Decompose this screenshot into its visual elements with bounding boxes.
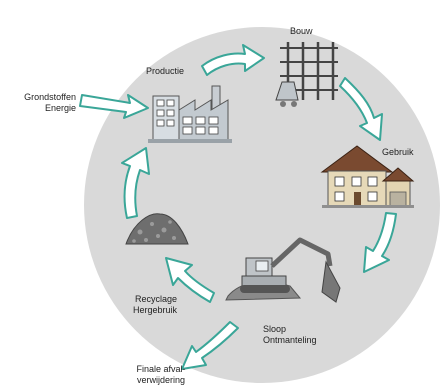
stage-label-productie: Productie (146, 66, 184, 77)
output-label-line2: verwijdering (136, 375, 186, 385)
house-icon (320, 145, 415, 208)
stage-label-gebruik: Gebruik (382, 147, 414, 158)
stage-label-bouw: Bouw (290, 26, 313, 37)
productie-label-text: Productie (146, 66, 185, 76)
arrow-productie-bouw (201, 44, 265, 76)
bouw-label-text: Bouw (290, 26, 313, 36)
recyclage-label-line2: Hergebruik (132, 305, 177, 315)
arrow-gebruik-sloop (363, 212, 397, 273)
building-frame-icon (275, 42, 338, 107)
output-arrow (181, 321, 239, 370)
arrow-recyclage-productie (121, 147, 150, 219)
input-label-line2: Energie (44, 103, 76, 113)
output-label-line1: Finale afval- (136, 364, 186, 374)
sloop-label-line2: Ontmanteling (263, 335, 317, 345)
arrow-bouw-gebruik (339, 77, 383, 141)
sloop-label-line1: Sloop (263, 324, 287, 334)
arrow-sloop-recyclage (165, 257, 215, 303)
input-arrow (79, 94, 149, 119)
gebruik-label-text: Gebruik (382, 147, 414, 157)
input-label-line1: Grondstoffen (24, 92, 76, 102)
stage-label-sloop: Sloop Ontmanteling (263, 324, 317, 346)
factory-icon (148, 85, 232, 143)
rubble-pile-icon (125, 213, 189, 245)
output-label: Finale afval- verwijdering (126, 364, 196, 386)
excavator-icon (225, 237, 341, 303)
recyclage-label-line1: Recyclage (134, 294, 177, 304)
input-label: Grondstoffen Energie (24, 92, 76, 114)
stage-label-recyclage: Recyclage Hergebruik (133, 294, 177, 316)
